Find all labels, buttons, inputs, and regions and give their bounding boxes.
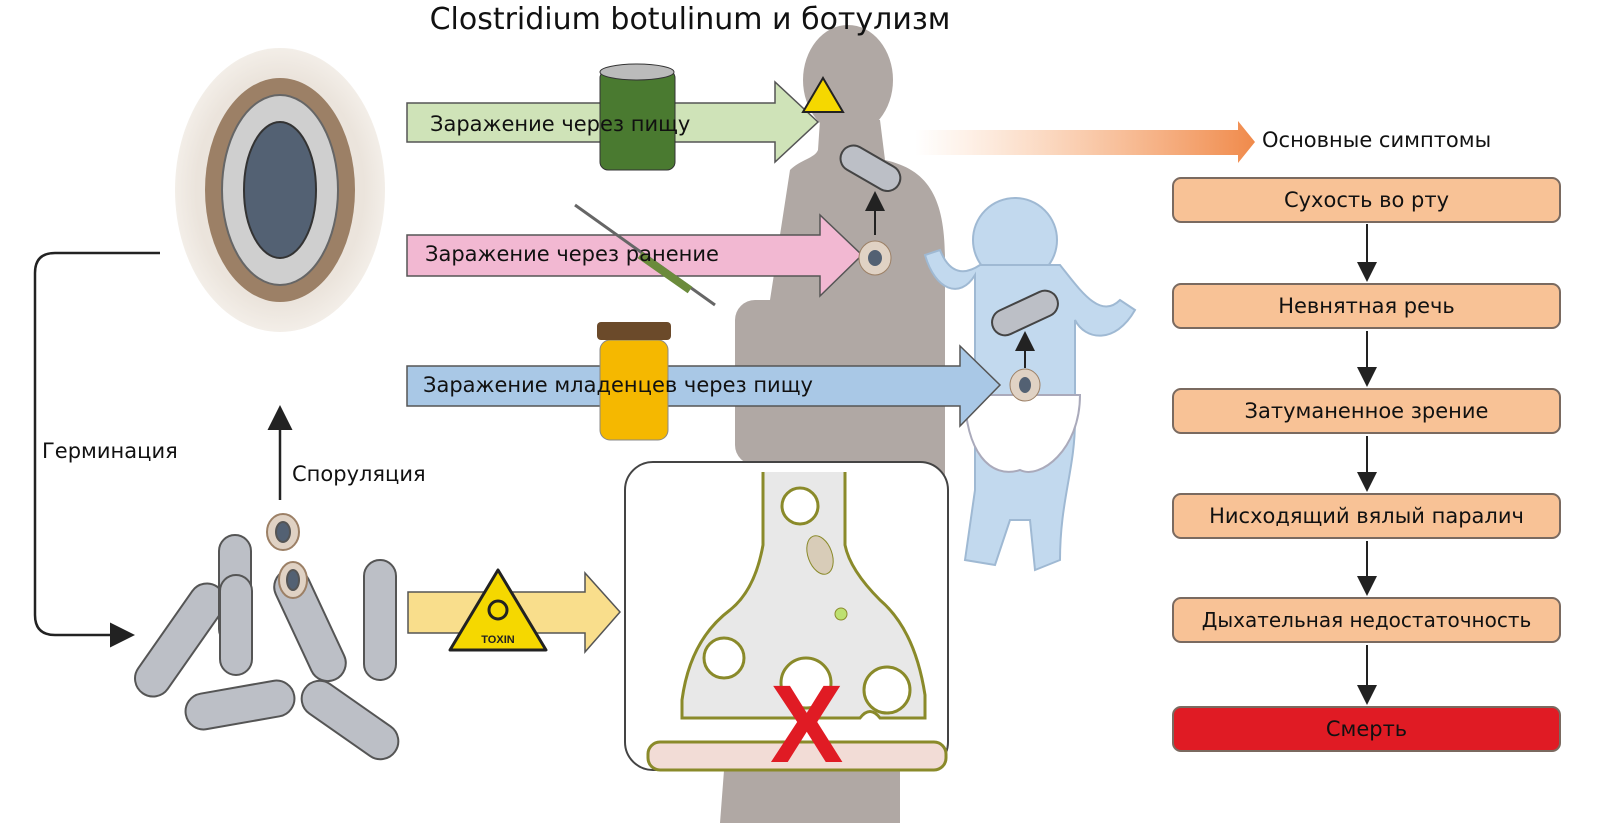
spore-illustration: [175, 48, 385, 332]
germination-label: Герминация: [42, 439, 178, 463]
symptoms-header: Основные симптомы: [1262, 128, 1492, 152]
honey-jar-icon: [597, 322, 671, 441]
symptom-box: Сухость во рту: [1172, 177, 1561, 223]
symptom-box-death: Смерть: [1172, 706, 1561, 752]
sporulation-label: Споруляция: [292, 462, 426, 486]
food-can-icon: [599, 63, 676, 171]
toxin-sign-label: TOXIN: [481, 634, 514, 646]
route-wound-label: Заражение через ранение: [425, 242, 719, 266]
symptom-box: Невнятная речь: [1172, 283, 1561, 329]
toxin-hazard-icon: [448, 568, 548, 652]
baby-silhouette: [923, 197, 1137, 572]
bacteria-rods: [134, 513, 400, 761]
symptom-box: Дыхательная недостаточность: [1172, 597, 1561, 643]
wound-route-arrow: [406, 213, 864, 298]
route-infant-label: Заражение младенцев через пищу: [423, 373, 813, 397]
adult-bacterium: [839, 144, 902, 192]
syringe-icon: [574, 203, 716, 307]
symptom-box: Нисходящий вялый паралич: [1172, 493, 1561, 539]
biohazard-head-icon: [801, 76, 845, 113]
symptoms-arrow: [915, 121, 1255, 163]
infant-bacterium: [991, 289, 1059, 337]
route-food-label: Заражение через пищу: [430, 112, 691, 136]
germination-arrow: [33, 251, 160, 648]
page-title: Clostridium botulinum и ботулизм: [429, 2, 951, 37]
blocked-x-mark: X: [770, 663, 843, 786]
symptom-box: Затуманенное зрение: [1172, 388, 1561, 434]
infant-route-arrow: [406, 344, 1002, 428]
synapse-panel: [624, 461, 949, 772]
